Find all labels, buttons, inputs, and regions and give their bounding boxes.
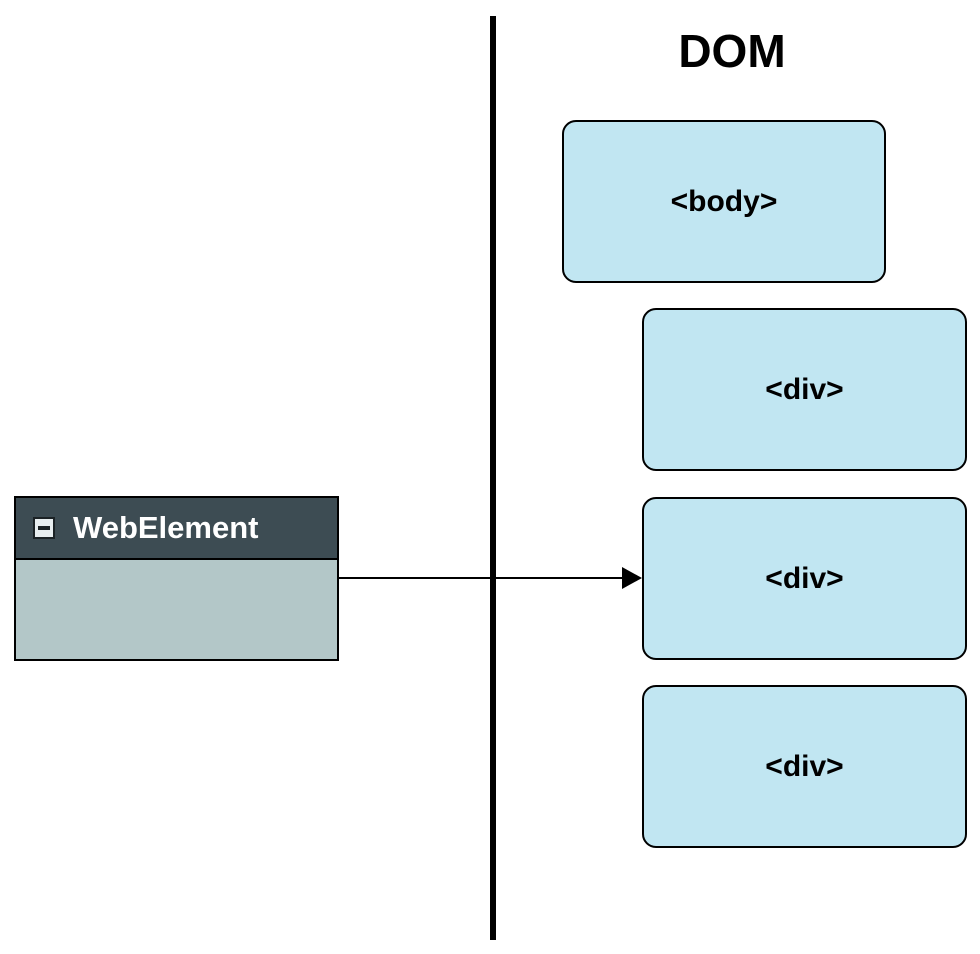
dom-node-div-3: <div> [642,685,967,848]
dom-node-body: <body> [562,120,886,283]
minus-box-icon[interactable] [33,517,55,539]
webelement-header: WebElement [16,498,337,560]
webelement-body [16,560,337,659]
dom-title: DOM [678,25,786,77]
webelement-box: WebElement [14,496,339,661]
webelement-title: WebElement [73,510,259,545]
vertical-divider [490,16,496,940]
dom-node-div-1: <div> [642,308,967,471]
arrowhead-icon [622,567,642,589]
dom-node-div-2: <div> [642,497,967,660]
